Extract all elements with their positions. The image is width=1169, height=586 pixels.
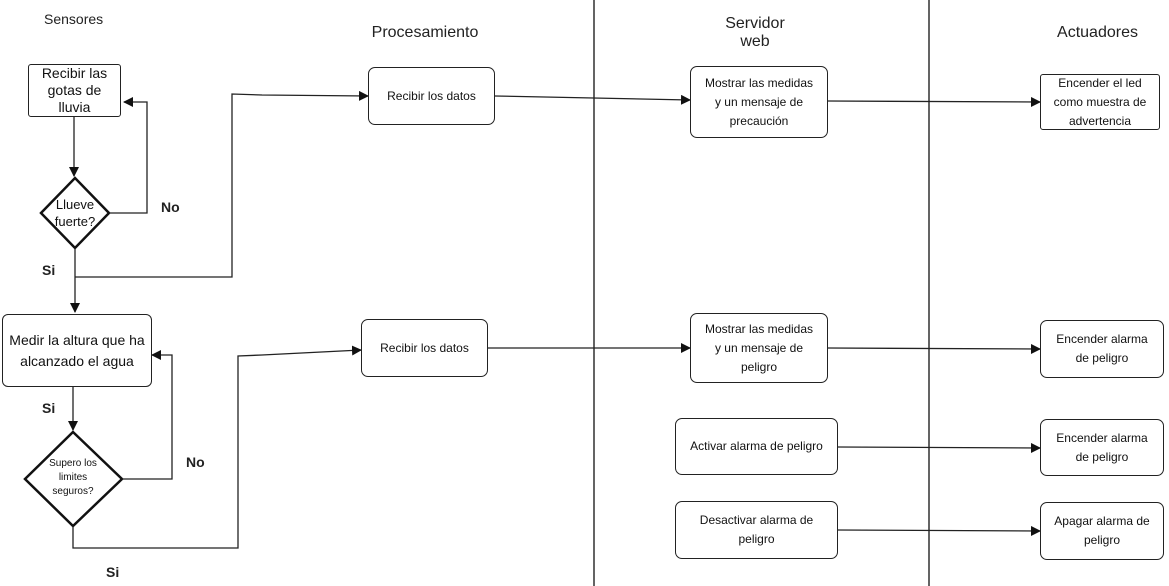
lane-title-actuadores: Actuadores <box>1057 24 1138 41</box>
node-recibir-gotas: Recibir las gotas de lluvia <box>28 64 121 117</box>
node-medir-altura: Medir la altura que ha alcanzado el agua <box>2 314 152 387</box>
edge-label-si: Si <box>106 564 120 580</box>
connector <box>837 525 1041 536</box>
decision-llueve-fuerte-label: Llueve fuerte? <box>54 197 96 229</box>
node-mostrar-medidas-precaucion: Mostrar las medidas y un mensaje de prec… <box>690 66 828 138</box>
lane-title-procesamiento: Procesamiento <box>371 24 479 41</box>
connector <box>827 96 1041 107</box>
edge-label-no: No <box>161 199 180 215</box>
lane-title-servidor-web: Servidor web <box>725 15 785 50</box>
connector <box>72 345 362 549</box>
node-encender-alarma: Encender alarma de peligro <box>1040 419 1164 476</box>
node-desactivar-alarma: Desactivar alarma de peligro <box>675 501 838 559</box>
edge-label-no: No <box>186 454 205 470</box>
decision-supero-limites-label: Supero los limites seguros? <box>49 458 97 497</box>
node-apagar-alarma: Apagar alarma de peligro <box>1040 502 1164 560</box>
connector <box>827 343 1041 354</box>
lane-title-sensores: Sensores <box>44 11 104 27</box>
node-recibir-datos: Recibir los datos <box>368 67 495 125</box>
connector <box>494 94 691 105</box>
node-mostrar-medidas-peligro: Mostrar las medidas y un mensaje de peli… <box>690 313 828 383</box>
connector <box>837 442 1041 453</box>
connector <box>75 90 369 278</box>
node-activar-alarma: Activar alarma de peligro <box>675 418 838 475</box>
connector <box>122 350 173 480</box>
node-encender-led: Encender el led como muestra de adverten… <box>1040 74 1160 130</box>
edge-label-si: Si <box>42 400 56 416</box>
node-recibir-datos: Recibir los datos <box>361 319 488 377</box>
node-encender-alarma: Encender alarma de peligro <box>1040 320 1164 378</box>
edge-label-si: Si <box>42 262 56 278</box>
connector <box>109 97 148 214</box>
